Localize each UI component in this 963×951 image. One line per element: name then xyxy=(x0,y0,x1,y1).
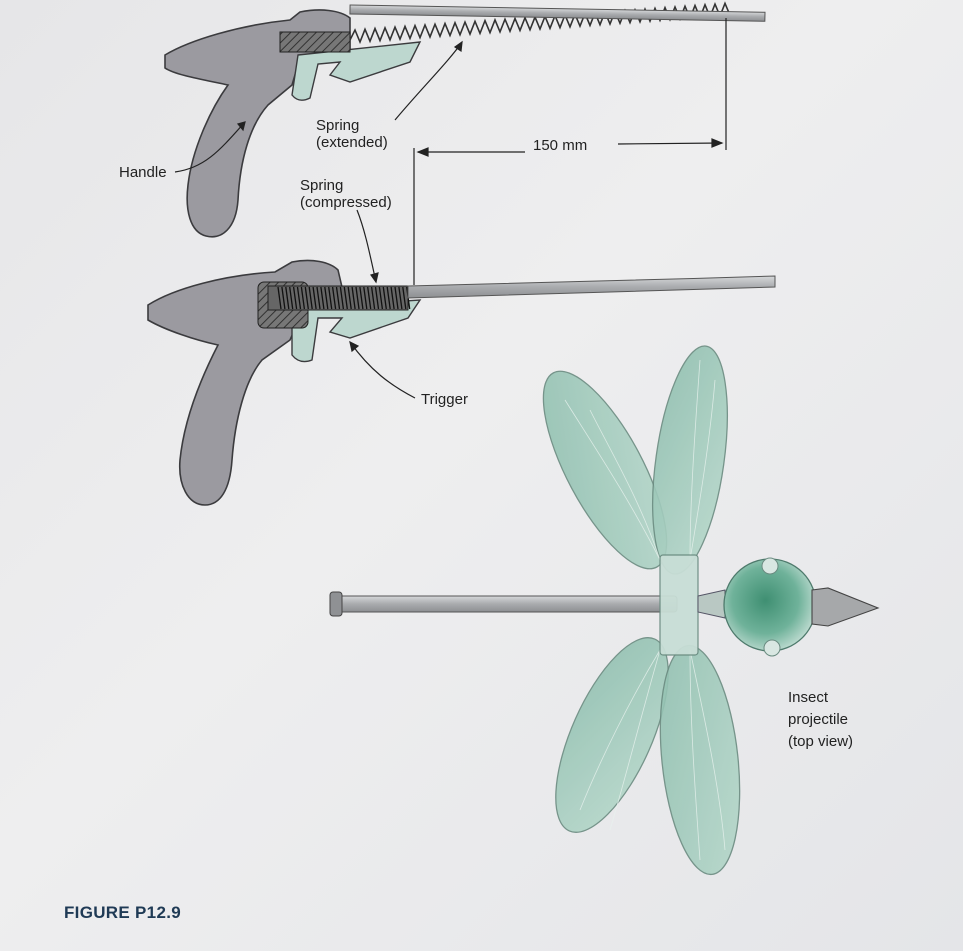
spring-compressed-coil xyxy=(281,286,286,310)
figure-caption: FIGURE P12.9 xyxy=(64,903,181,922)
gun-bottom-trigger xyxy=(291,299,422,363)
spring-compressed-coil xyxy=(374,286,380,310)
insect-label-line3: (top view) xyxy=(788,733,854,750)
spring-compressed-coil xyxy=(347,286,352,310)
spring-compressed-coil xyxy=(312,286,317,310)
spring-compressed-coil xyxy=(394,286,399,310)
spring-compressed-coil xyxy=(382,286,387,310)
spring-compressed-coil xyxy=(285,286,290,310)
handle-label: Handle xyxy=(119,164,167,181)
insect-neck xyxy=(697,589,726,619)
spring-compressed-coil xyxy=(402,286,407,310)
gun-top-trigger xyxy=(291,41,422,101)
gun-top xyxy=(164,1,766,238)
wing-upper-left xyxy=(542,370,668,570)
spring-compressed-coil xyxy=(331,286,337,310)
spring-compressed-coil xyxy=(343,286,348,310)
spring-compressed-coil xyxy=(277,286,282,310)
gun-top-rod xyxy=(349,4,766,22)
wing-veins xyxy=(564,359,726,861)
gun-top-spring-housing xyxy=(279,31,351,53)
leader-lines xyxy=(174,40,463,399)
wing-lower-left xyxy=(555,637,669,833)
spring-compressed-label-line1: Spring xyxy=(300,177,344,194)
spring-compressed-coil xyxy=(363,286,368,310)
dimension-150mm xyxy=(413,18,727,285)
spring-compressed-coil xyxy=(289,286,294,310)
gun-bottom xyxy=(147,259,776,506)
spring-compressed-coil xyxy=(359,286,364,310)
spring-compressed-coil xyxy=(292,286,298,310)
spring-extended-label-line2: (extended) xyxy=(316,134,388,151)
insect-rod-cap xyxy=(329,591,343,617)
spring-compressed-coil xyxy=(351,286,356,310)
spring-extended-label-line1: Spring xyxy=(316,117,360,134)
spring-compressed-coil xyxy=(378,286,384,310)
spring-compressed-coil xyxy=(308,286,313,310)
dimension-label: 150 mm xyxy=(533,137,588,154)
spring-compressed-coil xyxy=(339,286,345,310)
spring-compressed-coil xyxy=(304,286,309,310)
insect-label-line2: projectile xyxy=(788,711,849,728)
spring-compressed-coil xyxy=(296,286,302,310)
spring-compressed-coil xyxy=(324,286,329,310)
spring-compressed-coil xyxy=(300,286,306,310)
insect-nose-cone xyxy=(811,587,880,627)
spring-compressed-coil xyxy=(370,286,376,310)
insect-eye-top xyxy=(761,557,779,575)
spring-compressed-coil xyxy=(355,286,360,310)
spring-compressed-coil xyxy=(320,286,325,310)
insect-label-line1: Insect xyxy=(788,689,829,706)
spring-compressed-coil xyxy=(335,286,341,310)
spring-compressed-coil xyxy=(390,286,395,310)
trigger-label: Trigger xyxy=(421,391,468,408)
gun-bottom-rod xyxy=(407,275,776,299)
insect-thorax xyxy=(659,554,699,656)
insect-rod xyxy=(331,595,678,613)
insect-projectile xyxy=(329,345,880,876)
spring-compressed-coil xyxy=(386,286,391,310)
spring-compressed-label-line2: (compressed) xyxy=(300,194,392,211)
spring-compressed-coil xyxy=(316,286,321,310)
insect-eye-bottom xyxy=(763,639,781,657)
spring-compressed-coil xyxy=(398,286,403,310)
spring-compressed-coil xyxy=(367,286,372,310)
spring-compressed-coil xyxy=(328,286,333,310)
spring-compressed xyxy=(277,286,411,310)
gun-top-body xyxy=(164,9,351,238)
